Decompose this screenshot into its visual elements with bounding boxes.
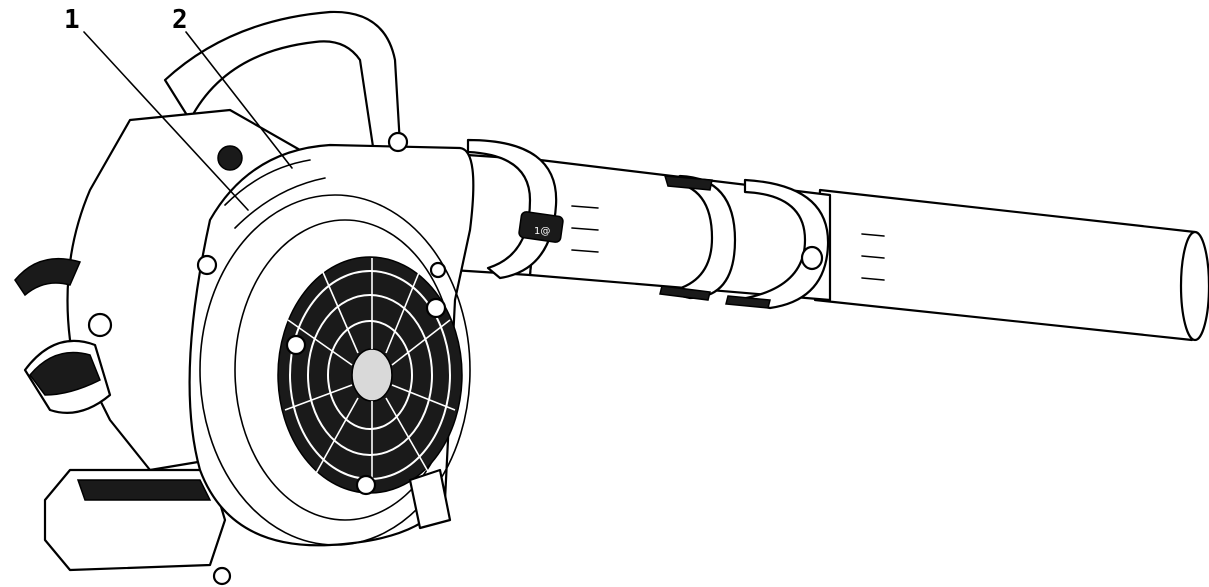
callout-2: 2 bbox=[172, 5, 293, 169]
top-handle bbox=[163, 10, 402, 162]
callout-number-1: 1 bbox=[64, 5, 80, 35]
leader-line-1 bbox=[83, 31, 249, 211]
tube-nozzle-opening bbox=[1179, 230, 1209, 342]
fuel-cap bbox=[23, 339, 112, 414]
fan-grille bbox=[277, 256, 463, 494]
tube-clamp-2 bbox=[725, 178, 830, 310]
fan-housing bbox=[188, 131, 475, 586]
primer-bulb bbox=[87, 312, 113, 338]
throttle-lever bbox=[14, 257, 82, 297]
callout-number-2: 2 bbox=[172, 5, 188, 35]
tube-slots bbox=[571, 205, 885, 281]
tube-marking: 1@ bbox=[534, 226, 550, 237]
blower-tube-assembly: 1@ bbox=[393, 138, 1209, 342]
tube-clamp-1: 1@ bbox=[466, 138, 564, 280]
housing-label-strip-2 bbox=[234, 177, 326, 229]
callout-1: 1 bbox=[64, 5, 249, 211]
leader-line-2 bbox=[185, 31, 293, 169]
housing-label-strip-1 bbox=[224, 159, 311, 206]
base-frame-grip bbox=[76, 479, 212, 501]
housing-rim bbox=[199, 194, 471, 546]
end-tube bbox=[813, 188, 1204, 342]
spark-plug bbox=[217, 145, 243, 171]
housing-bolts bbox=[196, 131, 447, 586]
housing-foot bbox=[408, 468, 452, 530]
tube-coupling-ring bbox=[659, 174, 737, 301]
